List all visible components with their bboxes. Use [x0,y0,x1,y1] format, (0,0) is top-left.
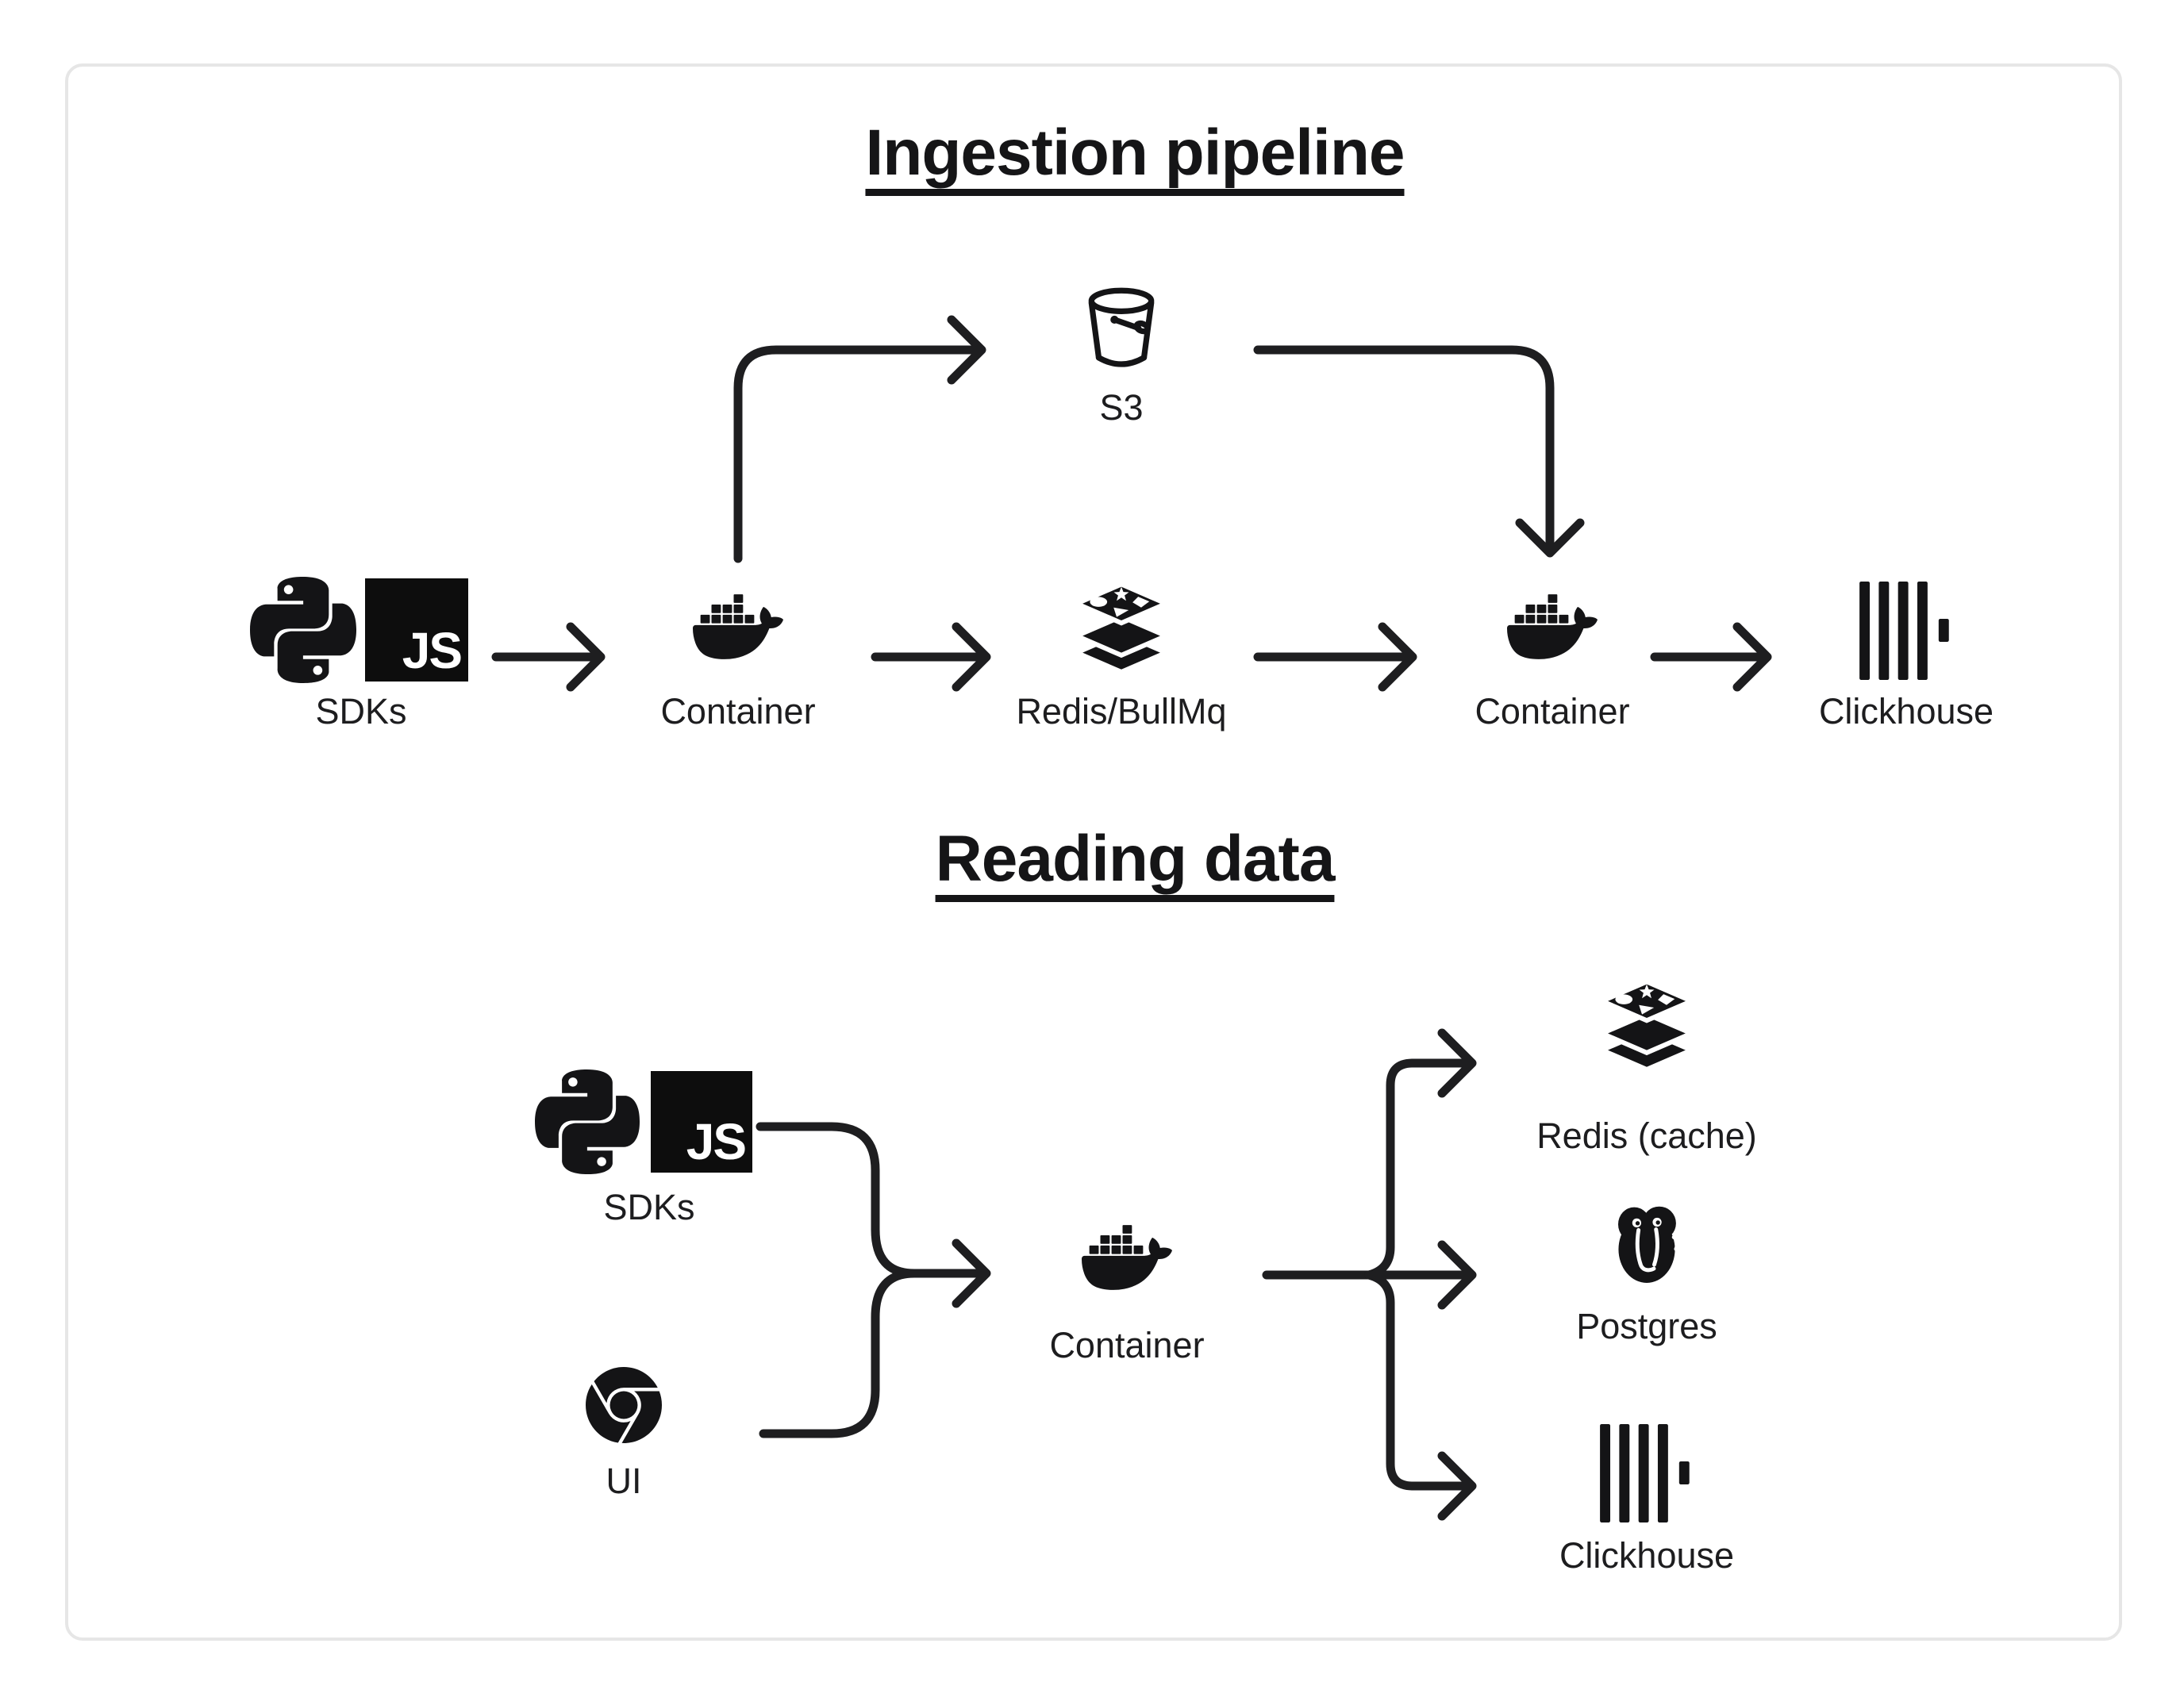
docker-icon [679,582,798,672]
postgres-icon [1604,1192,1690,1303]
ui-label: UI [606,1461,642,1501]
s3-bucket-icon [1075,279,1167,381]
redis-icon [1067,580,1176,677]
reading-container-label: Container [1049,1325,1205,1365]
queue-label: Redis/BullMq [1016,691,1227,731]
reading-sdks-label: SDKs [603,1187,695,1227]
clickhouse-icon [1857,582,1955,680]
container-out-label: Container [1475,691,1630,731]
container-in-label: Container [660,691,816,731]
chrome-icon [586,1367,662,1443]
javascript-icon: JS [365,578,468,682]
redis-cache-label: Redis (cache) [1536,1115,1757,1156]
redis-icon [1592,977,1701,1074]
clickhouse-icon [1598,1424,1696,1522]
docker-icon [1067,1212,1186,1303]
docker-icon [1493,582,1612,672]
javascript-icon: JS [651,1071,752,1173]
postgres-label: Postgres [1576,1306,1717,1346]
clickhouse-label: Clickhouse [1818,691,1994,731]
ingestion-title: Ingestion pipeline [865,117,1405,189]
python-icon [250,577,356,683]
sdks-label: SDKs [315,691,407,731]
python-icon [535,1069,640,1174]
reading-clickhouse-label: Clickhouse [1559,1535,1735,1576]
s3-label: S3 [1099,387,1144,428]
reading-title: Reading data [935,823,1336,895]
